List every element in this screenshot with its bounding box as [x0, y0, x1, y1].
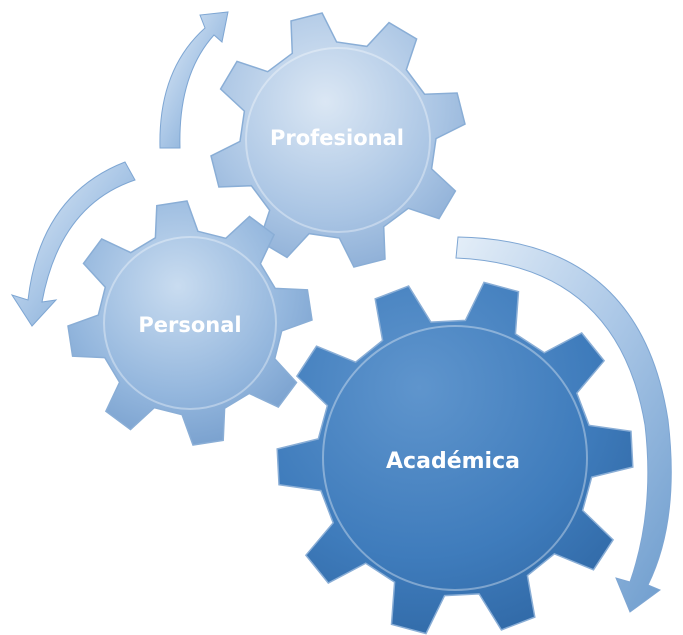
gear-personal — [67, 200, 313, 446]
gear-personal-rim — [103, 236, 277, 410]
gear-academica — [276, 281, 634, 635]
cycle-arrow-up-icon — [159, 11, 229, 149]
arrows-layer — [10, 11, 672, 613]
cycle-arrow-down-right-icon — [455, 236, 672, 613]
gear-profesional — [210, 12, 466, 268]
gear-profesional-body — [210, 12, 466, 268]
gear-label-profesional: Profesional — [270, 126, 404, 150]
gear-label-personal: Personal — [138, 313, 241, 337]
gear-academica-body — [276, 281, 634, 635]
gear-academica-rim — [322, 325, 588, 591]
gear-profesional-rim — [245, 47, 431, 233]
gear-label-academica: Académica — [386, 449, 520, 474]
gear-personal-body — [67, 200, 313, 446]
cycle-arrow-down-left-icon — [10, 161, 136, 327]
